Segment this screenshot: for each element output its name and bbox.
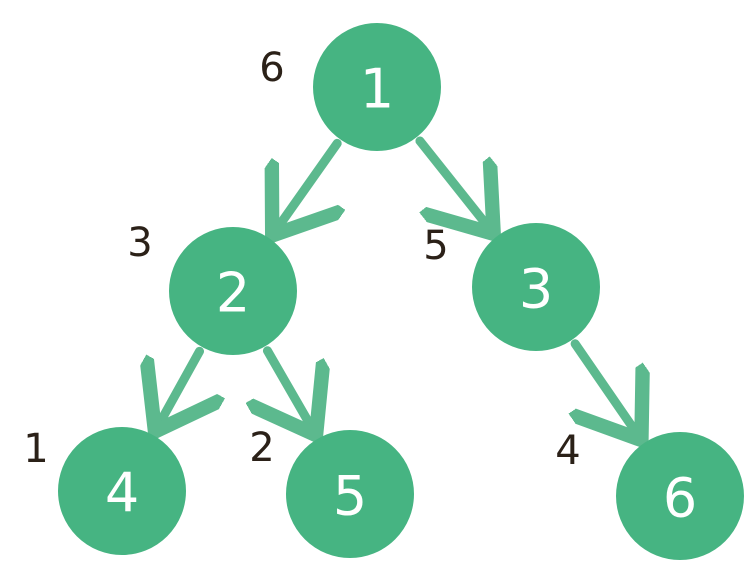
node-circle-6: [616, 432, 744, 560]
node-label-5: 5: [333, 465, 367, 528]
node-circle-2: [169, 227, 297, 355]
node-label-2: 2: [216, 262, 250, 325]
order-number-2: 3: [127, 220, 152, 266]
edges-layer: [159, 136, 636, 433]
tree-node-6: 6: [616, 432, 744, 560]
order-number-1: 6: [259, 45, 284, 91]
edge-arrow-1-to-2: [277, 138, 337, 228]
node-label-1: 1: [360, 58, 394, 121]
edge-arrow-1-to-3: [415, 136, 488, 227]
node-circle-4: [58, 427, 186, 555]
node-circle-3: [472, 223, 600, 351]
orders-layer: 6 3 5 1 2 4: [23, 45, 580, 474]
edge-arrow-3-to-6: [575, 339, 636, 433]
order-number-5: 2: [249, 425, 274, 471]
tree-node-2: 2: [169, 227, 297, 355]
edge-arrow-2-to-4: [159, 346, 199, 423]
order-number-3: 5: [423, 223, 448, 269]
tree-node-5: 5: [286, 430, 414, 558]
tree-node-1: 1: [313, 23, 441, 151]
edge-arrow-2-to-5: [267, 346, 311, 428]
node-label-4: 4: [105, 462, 139, 525]
tree-node-3: 3: [472, 223, 600, 351]
node-label-3: 3: [519, 258, 553, 321]
nodes-layer: 1 2 3 4 5 6: [58, 23, 744, 560]
order-number-4: 1: [23, 426, 48, 472]
node-circle-1: [313, 23, 441, 151]
tree-node-4: 4: [58, 427, 186, 555]
order-number-6: 4: [555, 428, 580, 474]
node-label-6: 6: [663, 467, 697, 530]
node-circle-5: [286, 430, 414, 558]
